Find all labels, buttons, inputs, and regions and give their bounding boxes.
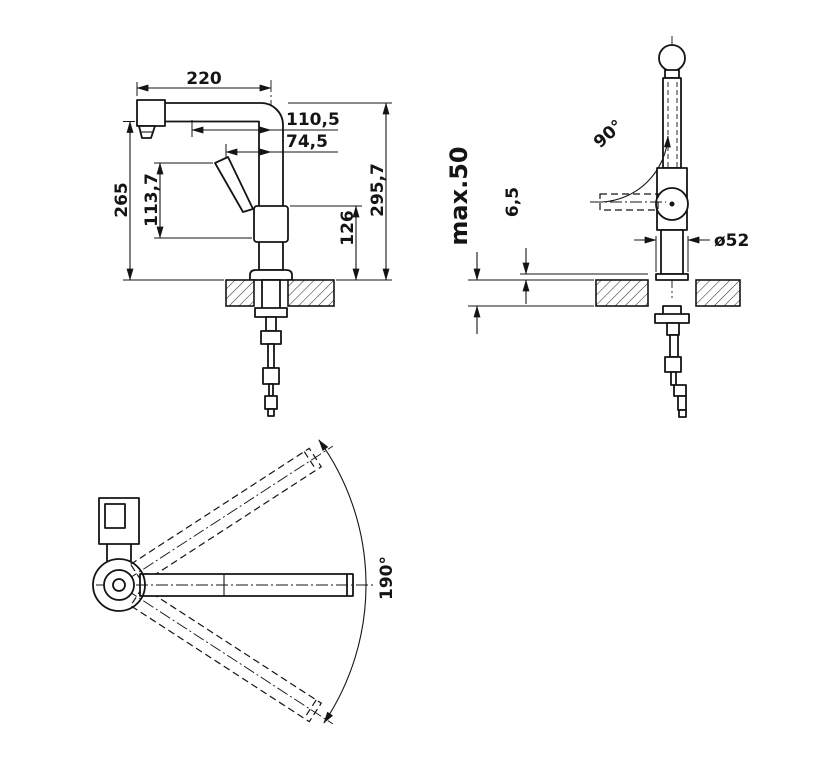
dim-handle-rotation-label: 90° xyxy=(590,116,627,152)
side-view: 90° max.50 6 xyxy=(445,36,749,418)
mounting-bracket xyxy=(654,313,690,324)
dim-handle-to-axis: 74,5 xyxy=(225,132,338,159)
mixer-cartridge-body xyxy=(253,205,289,243)
dim-max-mounting-thickness: max.50 xyxy=(445,146,594,334)
spout-top-knob xyxy=(658,44,686,72)
base-escutcheon xyxy=(249,269,293,281)
hose-stem xyxy=(265,316,277,332)
dim-base-diameter: ø52 xyxy=(634,231,749,272)
dim-base-plate-height-label: 6,5 xyxy=(503,187,523,217)
dim-max-thickness-label: max.50 xyxy=(445,146,473,245)
front-view: 220 110,5 74,5 265 113,7 xyxy=(112,69,392,417)
hose-tip xyxy=(678,409,687,418)
countertop-right xyxy=(695,279,741,307)
dim-handle-to-axis-label: 74,5 xyxy=(286,132,328,152)
body-inner-circle xyxy=(112,578,126,592)
spout-outline-dashed xyxy=(129,447,323,584)
hose-end xyxy=(264,395,278,410)
hose-stem xyxy=(666,322,680,336)
spout-outline-dashed xyxy=(129,586,323,723)
swivel-arc xyxy=(318,439,367,724)
dim-swivel-angle-label: 190° xyxy=(377,556,397,600)
dim-base-diameter-label: ø52 xyxy=(714,231,749,251)
dim-spout-reach: 220 xyxy=(136,69,272,96)
hose-thin xyxy=(670,371,677,386)
dim-total-height-label: 295,7 xyxy=(368,163,388,217)
supply-hoses-front xyxy=(254,279,288,417)
countertop-right xyxy=(287,279,335,307)
body-outer-circle xyxy=(92,558,146,612)
dim-height-under-spout-label: 265 xyxy=(112,182,132,218)
dim-nozzle-to-axis: 110,5 xyxy=(191,110,340,137)
joint-pivot-dot xyxy=(669,201,675,207)
spout-centerline xyxy=(126,445,334,581)
dim-body-height: 126 xyxy=(290,205,362,281)
hose xyxy=(669,334,679,358)
spout-position-down xyxy=(126,586,334,725)
hose-weight xyxy=(262,367,280,385)
spout-centerline xyxy=(126,589,334,725)
countertop-left xyxy=(595,279,649,307)
knob-neck xyxy=(664,69,680,79)
dim-spout-reach-label: 220 xyxy=(186,69,222,89)
countertop-left xyxy=(225,279,255,307)
spray-head xyxy=(136,99,166,127)
dim-base-plate-height: 6,5 xyxy=(503,187,648,304)
hose-tip xyxy=(267,408,275,417)
supply-hoses-side xyxy=(654,305,690,418)
hose-connector xyxy=(260,330,282,345)
dim-swivel-angle: 190° xyxy=(318,439,397,724)
spout-position-up xyxy=(126,445,334,584)
mounting-shank xyxy=(261,279,281,311)
rotation-arc xyxy=(601,135,671,203)
spout-endcap-dashed xyxy=(303,451,317,471)
plan-view: 190° xyxy=(92,439,397,725)
spout-and-body xyxy=(142,102,284,271)
hose-weight xyxy=(664,356,682,373)
hose-thin xyxy=(268,383,274,397)
dim-handle-height-label: 113,7 xyxy=(142,173,162,227)
dim-body-height-label: 126 xyxy=(338,210,358,246)
base-escutcheon-side xyxy=(655,273,689,281)
dim-height-under-spout: 265 xyxy=(112,120,224,281)
handle-plan-detail xyxy=(104,503,126,529)
hose-elbow xyxy=(673,384,687,397)
dim-handle-height: 113,7 xyxy=(142,162,252,239)
spout-endcap-dashed xyxy=(303,699,317,719)
dim-nozzle-to-axis-label: 110,5 xyxy=(286,110,340,130)
lever-handle xyxy=(214,156,254,213)
lower-body xyxy=(660,229,684,275)
hose-end xyxy=(677,395,687,411)
body-mid-circle xyxy=(103,569,135,601)
mounting-nut xyxy=(254,307,288,318)
dim-total-height: 295,7 xyxy=(288,102,392,281)
handle-hidden-outline xyxy=(599,193,659,211)
riser-tube xyxy=(662,77,682,169)
hose xyxy=(267,343,275,369)
